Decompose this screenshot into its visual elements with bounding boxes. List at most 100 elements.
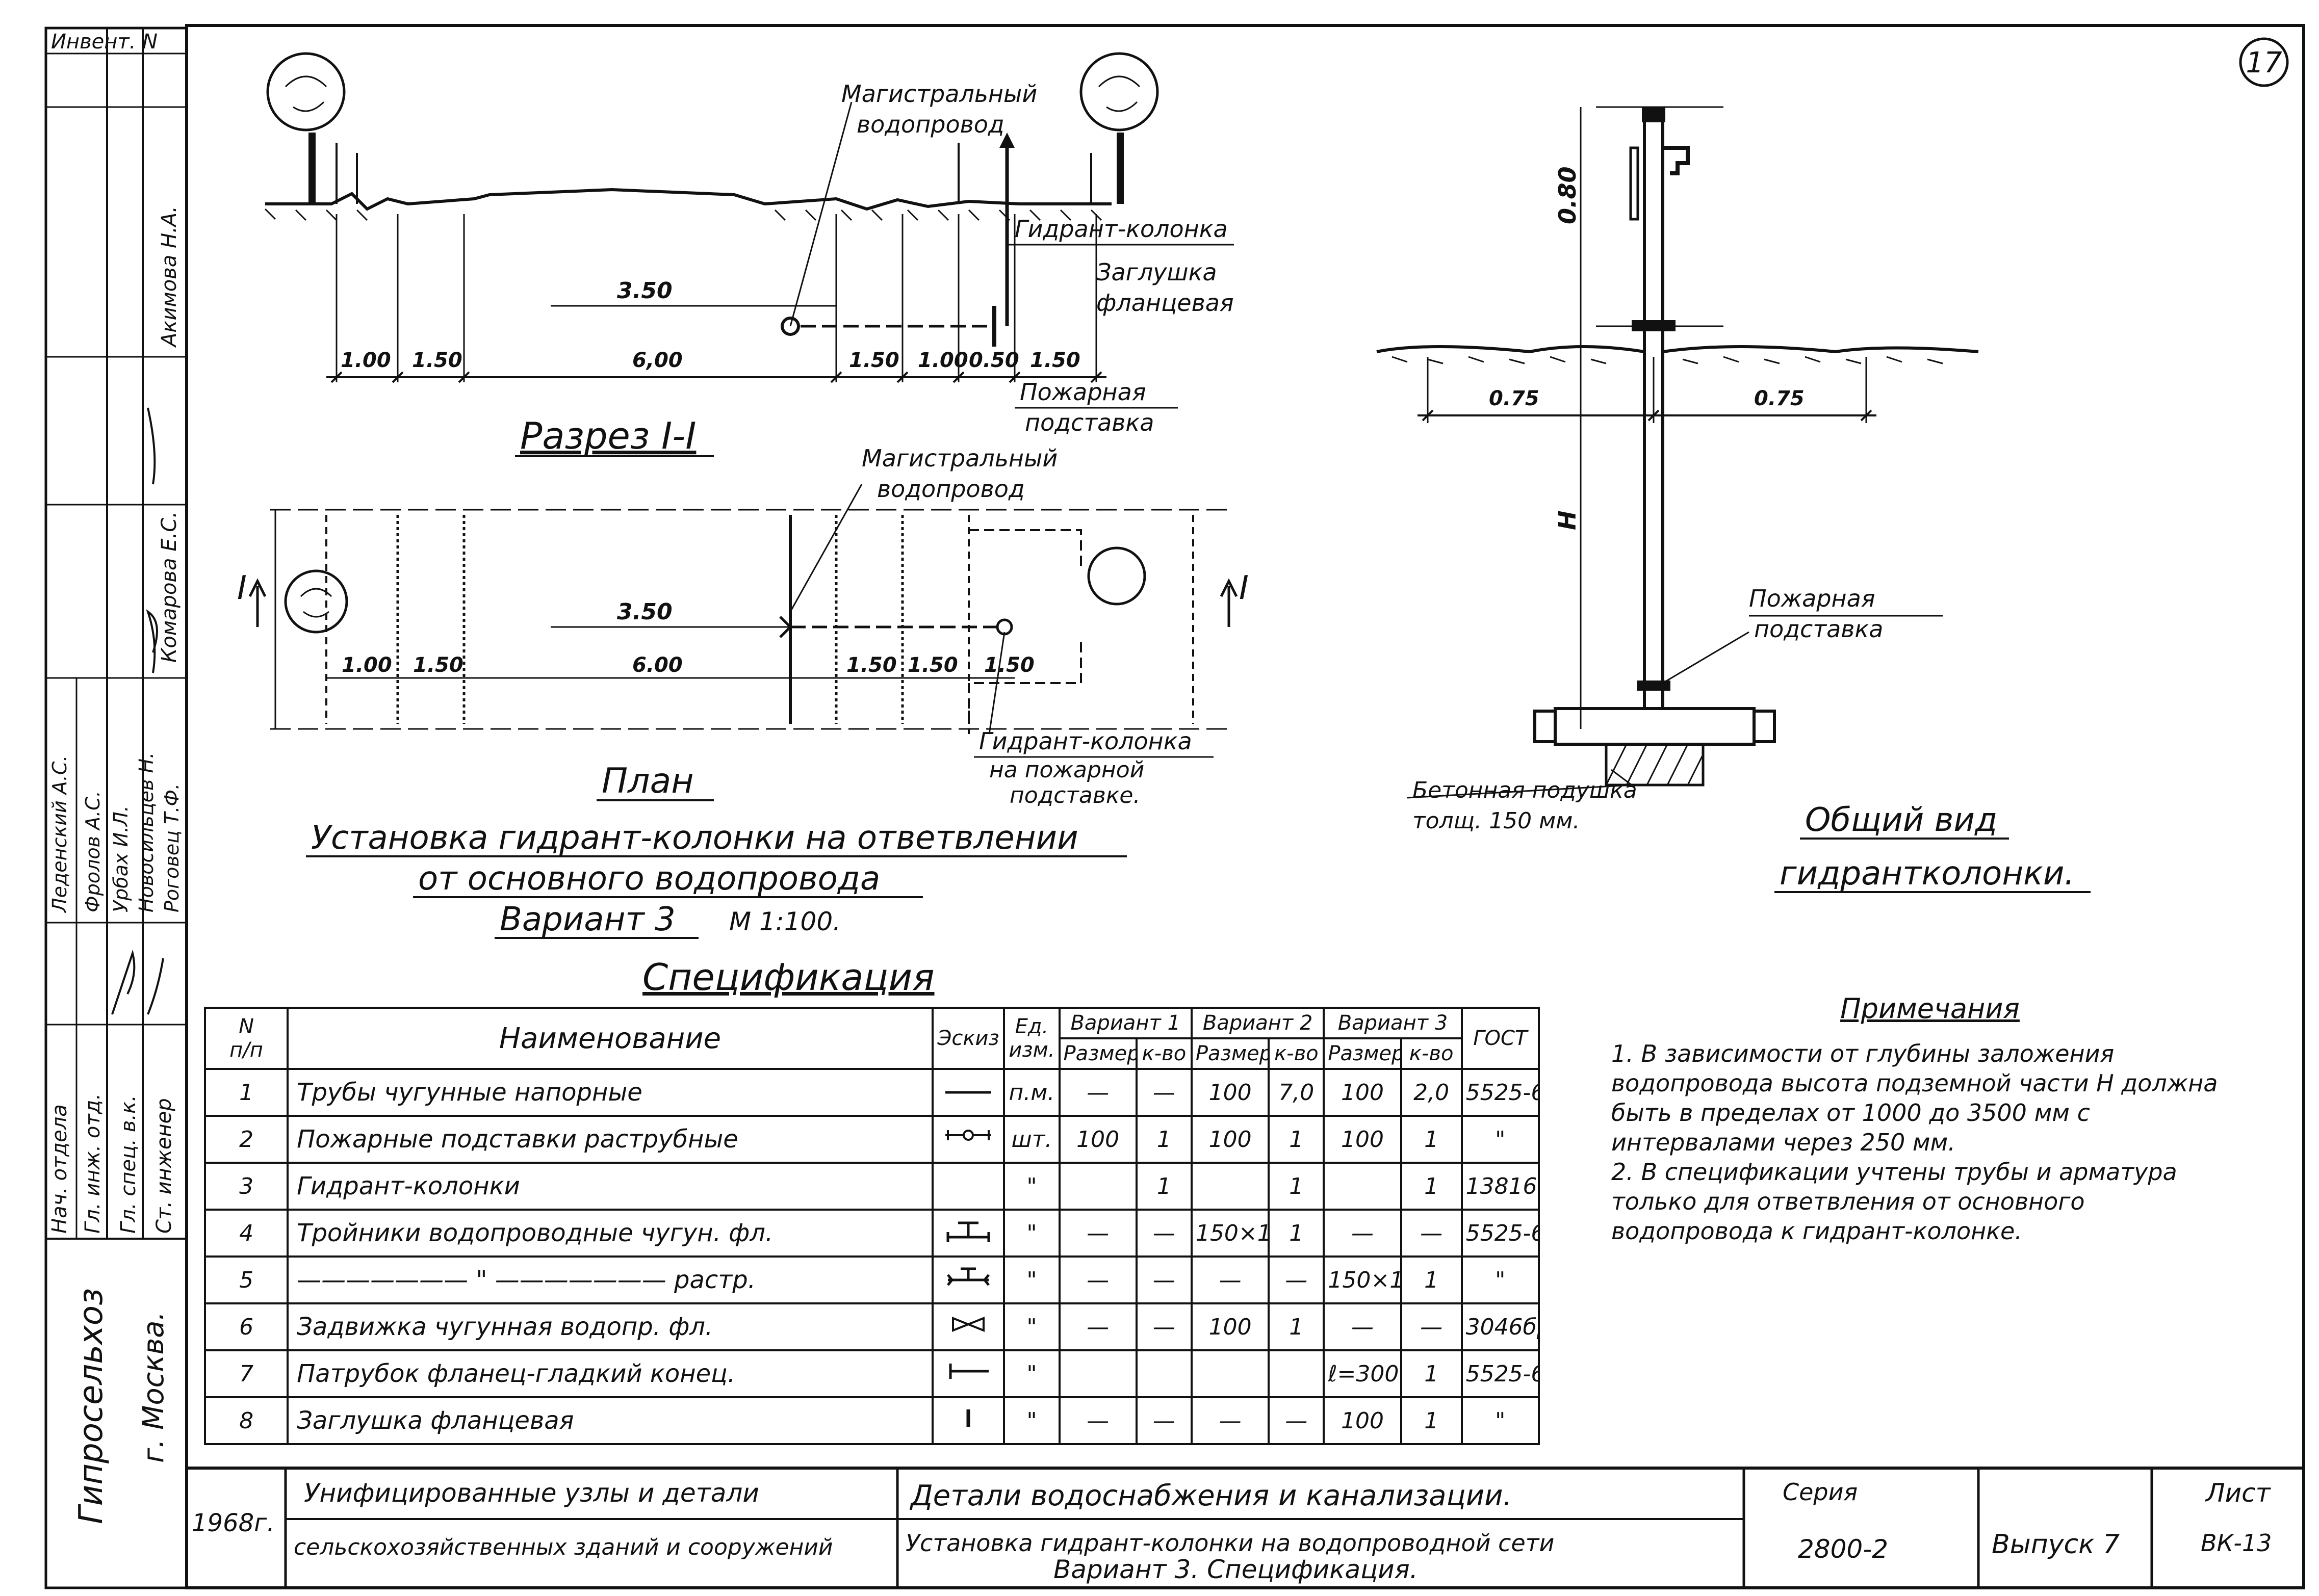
spec-cell-unit: " [1003, 1162, 1061, 1211]
spec-cell-v1-size [1058, 1162, 1138, 1211]
title-block: 1968г. Унифицированные узлы и детали сел… [187, 1468, 2304, 1588]
caption-line3: Вариант 3 [500, 901, 676, 938]
spec-cell-v2-size: 150×100 [1190, 1209, 1270, 1258]
spec-h-sketch: Эскиз [931, 1007, 1006, 1070]
gv-dim-height: 0.80 [1554, 167, 1581, 225]
section-dim-2: 1.50 [412, 349, 462, 372]
plan-dim-1: 1.00 [342, 653, 392, 677]
note-2: 2. В спецификации учтены трубы и арматур… [1611, 1158, 2177, 1245]
spec-cell-gost: " [1460, 1255, 1540, 1304]
spec-cell-gost: 13816-68 [1460, 1162, 1540, 1211]
spec-cell-num: 5 [203, 1255, 289, 1304]
inventory-label: Инвент. N [51, 30, 158, 54]
gv-title-1: Общий вид [1805, 801, 1997, 839]
spec-cell-v3-size: — [1323, 1209, 1402, 1258]
section-dim-3: 6,00 [632, 349, 683, 372]
spec-cell-v1-qty: 1 [1135, 1115, 1193, 1164]
spec-cell-v1-qty: — [1135, 1255, 1193, 1304]
plan-dim-5: 1.50 [908, 653, 958, 677]
gv-label-pad-1: Бетонная подушка [1412, 777, 1637, 803]
section-dim-7: 1.50 [1030, 349, 1080, 372]
spec-cell-v1-size: — [1058, 1255, 1138, 1304]
spec-cell-v3-size: ℓ=300 100 [1323, 1349, 1402, 1398]
spec-cell-v2-qty: — [1268, 1396, 1325, 1445]
tb-project-2: сельскохозяйственных зданий и сооружений [294, 1534, 833, 1560]
spec-cell-name: Задвижка чугунная водопр. фл. [287, 1302, 934, 1351]
plan-label-hydrant-1: Гидрант-колонка [979, 727, 1192, 755]
spec-cell-v3-size: 100 [1323, 1396, 1402, 1445]
gv-label-stand-2: подставка [1754, 615, 1883, 643]
plan-drawing [248, 484, 1238, 735]
section-label-main-pipe-2: водопровод [857, 111, 1004, 138]
spec-cell-v3-qty: 1 [1400, 1396, 1463, 1445]
tb-subject-2: Установка гидрант-колонки на водопроводн… [906, 1529, 1555, 1557]
spec-cell-unit: п.м. [1003, 1068, 1061, 1117]
stamp-person-3: Урбах И.Л. [110, 805, 132, 912]
notes-title: Примечания [1840, 992, 2020, 1025]
spec-h-v3: Вариант 3 [1323, 1007, 1463, 1039]
stamp-person-1: Леденский А.С. [48, 755, 71, 913]
stamp-person-4: Новосильцев Н. [135, 752, 158, 912]
spec-cell-v2-qty: — [1268, 1255, 1325, 1304]
section-title: Разрез I-I [520, 414, 696, 457]
spec-cell-v2-qty: 7,0 [1268, 1068, 1325, 1117]
spec-cell-num: 1 [203, 1068, 289, 1117]
spec-cell-num: 7 [203, 1349, 289, 1398]
spec-cell-name: Заглушка фланцевая [287, 1396, 934, 1445]
plan-dim-span: 3.50 [617, 599, 673, 625]
title-block-lines [187, 1467, 2304, 1588]
spec-cell-unit: шт. [1003, 1115, 1061, 1164]
spec-cell-v1-qty: 1 [1135, 1162, 1193, 1211]
section-dim-6: 0.50 [969, 349, 1019, 372]
stamp-role-1: Нач. отдела [48, 1104, 71, 1234]
spec-cell-gost: 5525-61 [1460, 1209, 1540, 1258]
notes: Примечания 1. В зависимости от глубины з… [1611, 994, 2249, 1246]
spec-header-row-2: Размер к-во Размер к-во Размер к-во [205, 1037, 1539, 1070]
spec-cell-sketch [931, 1255, 1006, 1304]
plan-dim-6: 1.50 [984, 653, 1035, 677]
tb-subject-3: Вариант 3. Спецификация. [1053, 1555, 1418, 1584]
spec-cell-gost: " [1460, 1115, 1540, 1164]
section-drawing [264, 52, 1159, 383]
tb-sheet: ВК-13 [2201, 1529, 2272, 1557]
spec-cell-unit: " [1003, 1255, 1061, 1304]
spec-cell-gost: 5525-61 [1460, 1068, 1540, 1117]
spec-cell-num: 3 [203, 1162, 289, 1211]
spec-cell-name: Патрубок фланец-гладкий конец. [287, 1349, 934, 1398]
spec-cell-gost: 5525-61 [1460, 1349, 1540, 1398]
plan-label-main-pipe-2: водопровод [877, 475, 1025, 503]
section-label-plug-2: фланцевая [1096, 289, 1234, 317]
spec-cell-sketch [931, 1115, 1006, 1164]
spec-cell-sketch [931, 1349, 1006, 1398]
spec-h-unit: Ед.изм. [1003, 1007, 1061, 1070]
tb-sheet-label: Лист [2206, 1478, 2271, 1508]
spec-cell-v3-qty: 1 [1400, 1349, 1463, 1398]
stamp-role-4: Ст. инженер [152, 1098, 176, 1234]
spec-cell-v3-qty: — [1400, 1302, 1463, 1351]
spec-cell-v3-qty: 2,0 [1400, 1068, 1463, 1117]
plan-dim-3: 6.00 [632, 653, 683, 677]
spec-cell-v2-qty [1268, 1349, 1325, 1398]
note-1: 1. В зависимости от глубины заложения во… [1611, 1040, 2218, 1156]
spec-cell-v3-qty: 1 [1400, 1162, 1463, 1211]
plan-label-hydrant-2: на пожарной [989, 757, 1144, 783]
spec-h-v1-qty: к-во [1135, 1037, 1193, 1070]
spec-cell-name: ——————— " ——————— растр. [287, 1255, 934, 1304]
section-label-stand-1: Пожарная [1020, 378, 1146, 406]
plan-section-mark-right: I [1239, 569, 1249, 607]
spec-cell-name: Трубы чугунные напорные [287, 1068, 934, 1117]
spec-h-gost: ГОСТ [1460, 1007, 1540, 1070]
spec-h-v3-qty: к-во [1400, 1037, 1463, 1070]
spec-cell-num: 8 [203, 1396, 289, 1445]
spec-cell-v2-size: — [1190, 1255, 1270, 1304]
spec-cell-v1-qty: — [1135, 1209, 1193, 1258]
